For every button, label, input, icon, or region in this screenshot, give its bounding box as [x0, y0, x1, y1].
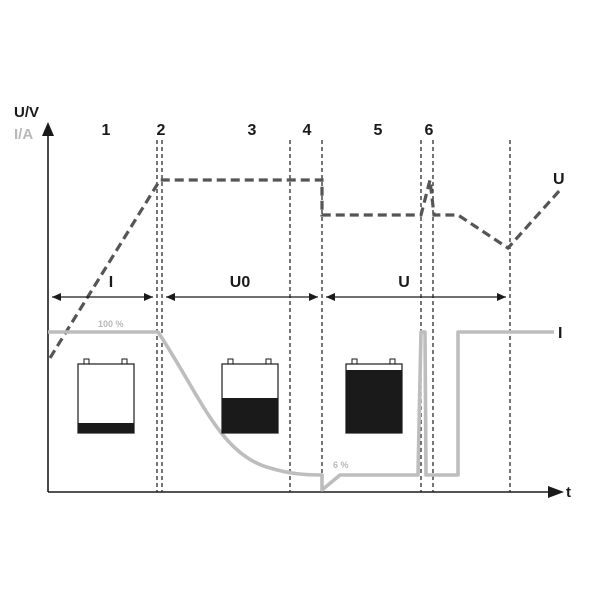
- battery-icon-low: [77, 358, 135, 434]
- x-axis-label-time: t: [566, 484, 571, 501]
- mode-label-float-voltage: U: [398, 274, 410, 291]
- phase-label-2: 2: [157, 122, 166, 139]
- y-axis-arrow-icon: [42, 122, 54, 136]
- mode-label-constant-voltage: U0: [230, 274, 251, 291]
- battery-charge-level-full: [346, 370, 402, 433]
- annotation-end-current: 6 %: [333, 460, 349, 470]
- phase-label-1: 1: [102, 122, 111, 139]
- mode-label-constant-current: I: [109, 274, 113, 291]
- voltage-curve: [48, 178, 562, 359]
- x-axis-arrow-icon: [548, 486, 564, 498]
- battery-icon-full: [345, 358, 403, 434]
- y-axis-label-current: I/A: [14, 126, 33, 143]
- phase-label-5: 5: [374, 122, 383, 139]
- voltage-curve-label: U: [553, 171, 565, 188]
- annotation-start-current: 100 %: [98, 319, 124, 329]
- battery-charge-level-low: [78, 423, 134, 433]
- battery-icon-half: [221, 358, 279, 434]
- current-curve: [48, 330, 554, 492]
- phase-label-3: 3: [248, 122, 257, 139]
- y-axis-label-voltage: U/V: [14, 104, 39, 121]
- phase-label-4: 4: [303, 122, 312, 139]
- phase-label-6: 6: [425, 122, 434, 139]
- battery-charge-level-half: [222, 398, 278, 433]
- current-curve-label: I: [558, 325, 562, 342]
